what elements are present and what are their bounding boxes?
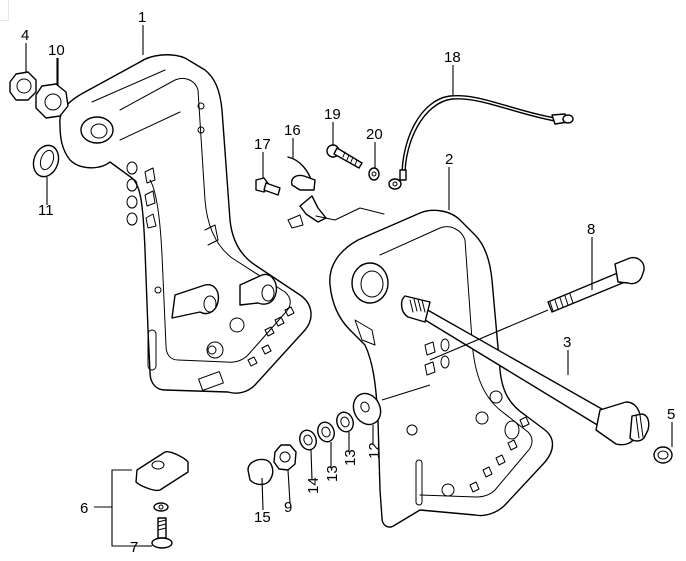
callout-12: 12 [366, 442, 383, 459]
washer-11[interactable] [29, 142, 62, 180]
clamp-shaft[interactable] [400, 295, 650, 446]
washer-12[interactable] [348, 384, 431, 429]
callout-11: 11 [38, 202, 54, 219]
callout-20: 20 [366, 126, 383, 143]
bolt-long[interactable] [429, 256, 645, 361]
callout-13a: 13 [342, 449, 359, 466]
bolt-19[interactable] [326, 144, 363, 169]
callout-15: 15 [254, 509, 271, 526]
cap-5[interactable] [653, 446, 673, 464]
callout-13b: 13 [324, 465, 341, 482]
callout-5: 5 [667, 406, 675, 423]
callout-9: 9 [284, 499, 292, 516]
window-corner-artifact [0, 0, 9, 21]
washer-13b[interactable] [334, 410, 356, 434]
callout-4: 4 [21, 27, 29, 44]
clamp-bracket-right[interactable] [329, 209, 554, 528]
nut-9[interactable] [273, 444, 297, 471]
callout-17: 17 [254, 136, 271, 153]
washer-13a[interactable] [315, 420, 337, 444]
cap-15[interactable] [247, 458, 274, 486]
callout-8: 8 [587, 221, 595, 238]
bolt-7[interactable] [151, 517, 173, 549]
callout-10: 10 [48, 42, 65, 59]
callout-16: 16 [284, 122, 301, 139]
leader-lines [25, 25, 673, 547]
callout-3: 3 [563, 334, 571, 351]
nut-4[interactable] [9, 71, 37, 101]
callout-18: 18 [444, 49, 461, 66]
pad-6[interactable] [135, 450, 189, 512]
screw-17[interactable] [255, 177, 281, 196]
clamp-bracket-left[interactable] [59, 54, 312, 394]
callout-1: 1 [138, 9, 146, 26]
washer-20[interactable] [368, 167, 380, 181]
washer-14[interactable] [297, 428, 319, 452]
clip-16[interactable] [287, 156, 385, 229]
callout-labels: 1 2 3 4 5 6 7 8 9 10 11 12 13 13 14 15 1… [21, 9, 675, 556]
callout-19: 19 [324, 106, 341, 123]
nut-10[interactable] [35, 83, 69, 119]
callout-6: 6 [80, 500, 88, 517]
callout-7: 7 [130, 539, 138, 556]
ground-lead-wire-18[interactable] [388, 94, 574, 190]
callout-2: 2 [445, 151, 453, 168]
callout-14: 14 [305, 477, 322, 494]
